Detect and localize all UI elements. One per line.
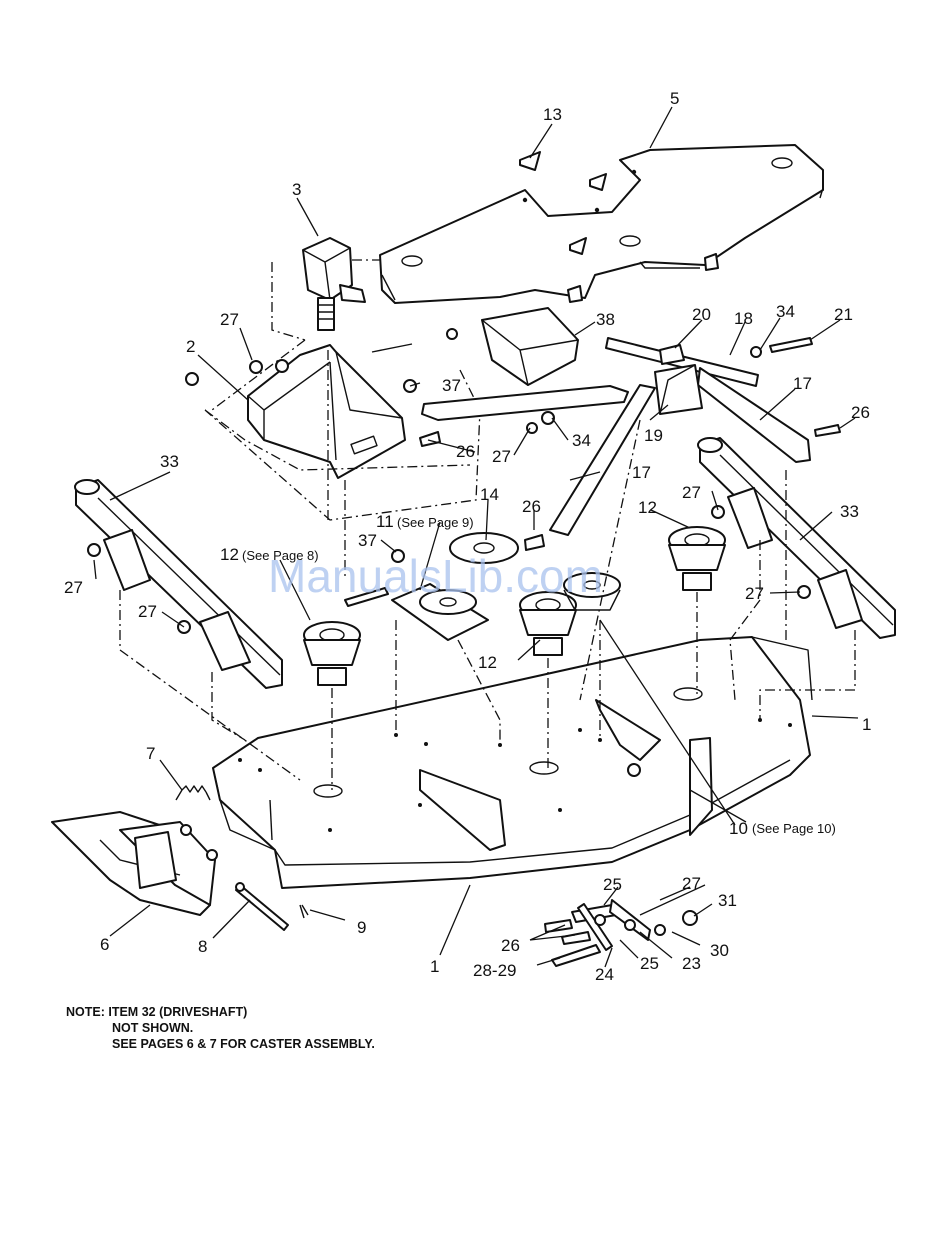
callout-9: 9 [357,918,366,937]
callout-33: 33 [160,452,179,471]
callout-31: 31 [718,891,737,910]
spindle-pulley-left-part [304,622,360,685]
callout-27-g: 27 [682,874,701,893]
callout-27: 27 [220,310,239,329]
callout-25-b: 25 [640,954,659,973]
discharge-chute-part [52,812,217,915]
callout-25: 25 [603,875,622,894]
note-line-3: SEE PAGES 6 & 7 FOR CASTER ASSEMBLY. [66,1036,375,1052]
callout-3: 3 [292,180,301,199]
callout-38: 38 [596,310,615,329]
callout-6: 6 [100,935,109,954]
watermark: ManualsLib.com [268,550,603,602]
callout-12-c: 12 [478,653,497,672]
callout-23: 23 [682,954,701,973]
mower-deck-part [213,637,812,888]
callout-20: 20 [692,305,711,324]
gearbox-part [272,238,380,340]
callout-1: 1 [862,715,871,734]
belt-guard-part [447,308,578,385]
callout-17-b: 17 [632,463,651,482]
callout-26-d: 26 [501,936,520,955]
callout-11-reference: (See Page 9) [397,515,474,530]
callout-27-d: 27 [64,578,83,597]
callout-24: 24 [595,965,614,984]
callout-7: 7 [146,744,155,763]
pin-part [300,905,308,918]
callout-33-b: 33 [840,502,859,521]
callout-11: 11 [376,512,394,531]
callout-30: 30 [710,941,729,960]
callout-13: 13 [543,105,562,124]
callout-26-b: 26 [456,442,475,461]
callout-27-f: 27 [745,584,764,603]
spindle-pulley-right-part [669,527,725,590]
callout-34: 34 [776,302,795,321]
note-line-1: NOTE: ITEM 32 (DRIVESHAFT) [66,1004,375,1020]
callout-2: 2 [186,337,195,356]
right-frame-arm-part [698,438,895,638]
callout-34-b: 34 [572,431,591,450]
diagram-note: NOTE: ITEM 32 (DRIVESHAFT) NOT SHOWN. SE… [66,1004,375,1052]
callout-1-b: 1 [430,957,439,976]
callout-18: 18 [734,309,753,328]
callout-10: 10 [729,819,748,838]
callout-12: 12 [638,498,657,517]
note-line-2: NOT SHOWN. [66,1020,375,1036]
deck-cover-part [380,145,823,303]
callout-10-reference: (See Page 10) [752,821,836,836]
callout-21: 21 [834,305,853,324]
callout-27-b: 27 [492,447,511,466]
left-frame-arm-part [75,480,282,688]
callout-26: 26 [851,403,870,422]
callout-28-29: 28-29 [473,961,516,980]
callout-27-e: 27 [138,602,157,621]
callout-17: 17 [793,374,812,393]
callout-37-b: 37 [358,531,377,550]
callout-37: 37 [442,376,461,395]
gearbox-mount-part [186,344,480,520]
callout-14: 14 [480,485,499,504]
callout-12-b: 12 [220,545,239,564]
callout-19: 19 [644,426,663,445]
callout-26-c: 26 [522,497,541,516]
callout-27-c: 27 [682,483,701,502]
callout-8: 8 [198,937,207,956]
callout-5: 5 [670,89,679,108]
